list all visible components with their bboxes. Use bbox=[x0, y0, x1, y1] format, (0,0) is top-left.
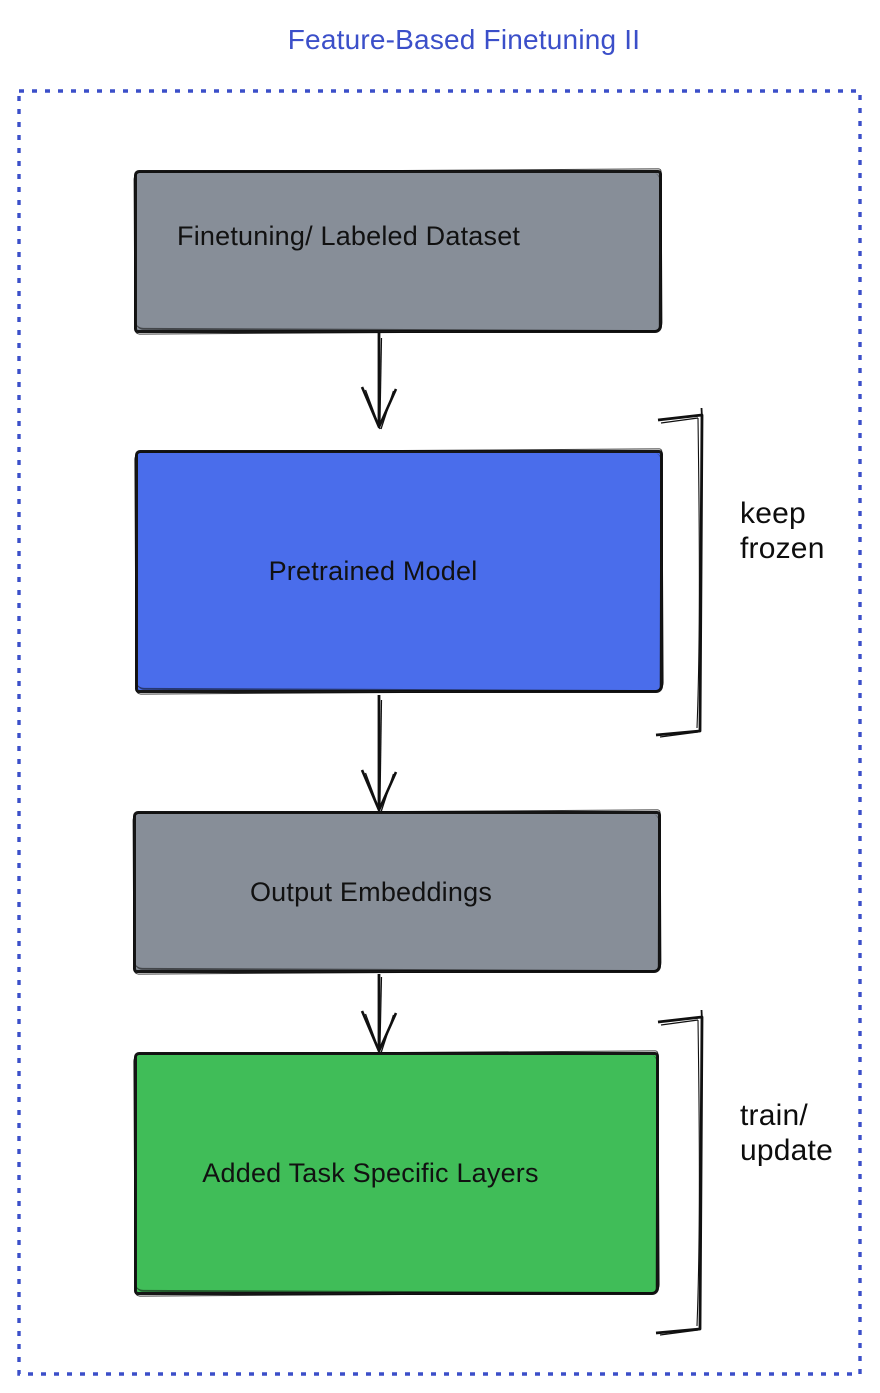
node-output-embeddings: Output Embeddings bbox=[133, 811, 661, 973]
bracket-train-update-icon bbox=[655, 1009, 704, 1336]
diagram-title: Feature-Based Finetuning II bbox=[287, 24, 641, 55]
node-finetuning-dataset-label: Finetuning/ Labeled Dataset bbox=[177, 221, 521, 251]
node-pretrained-model-label: Pretrained Model bbox=[268, 556, 478, 586]
annotation-keep-frozen: keep frozen bbox=[740, 496, 825, 566]
node-pretrained-model: Pretrained Model bbox=[135, 450, 663, 693]
annotation-train-update: train/ update bbox=[740, 1098, 833, 1168]
annotation-train-update-line-1: train/ bbox=[740, 1099, 808, 1132]
arrow-down-icon bbox=[360, 974, 398, 1054]
node-added-task-layers: Added Task Specific Layers bbox=[134, 1052, 659, 1295]
node-output-embeddings-label: Output Embeddings bbox=[249, 876, 493, 907]
node-finetuning-dataset: Finetuning/ Labeled Dataset bbox=[134, 170, 662, 333]
annotation-keep-frozen-line-2: frozen bbox=[740, 532, 825, 565]
annotation-keep-frozen-line-1: keep bbox=[740, 497, 806, 530]
arrow-down-icon bbox=[360, 333, 398, 430]
arrow-down-icon bbox=[360, 695, 398, 813]
annotation-train-update-line-2: update bbox=[740, 1134, 833, 1167]
node-added-task-layers-label: Added Task Specific Layers bbox=[202, 1158, 539, 1188]
